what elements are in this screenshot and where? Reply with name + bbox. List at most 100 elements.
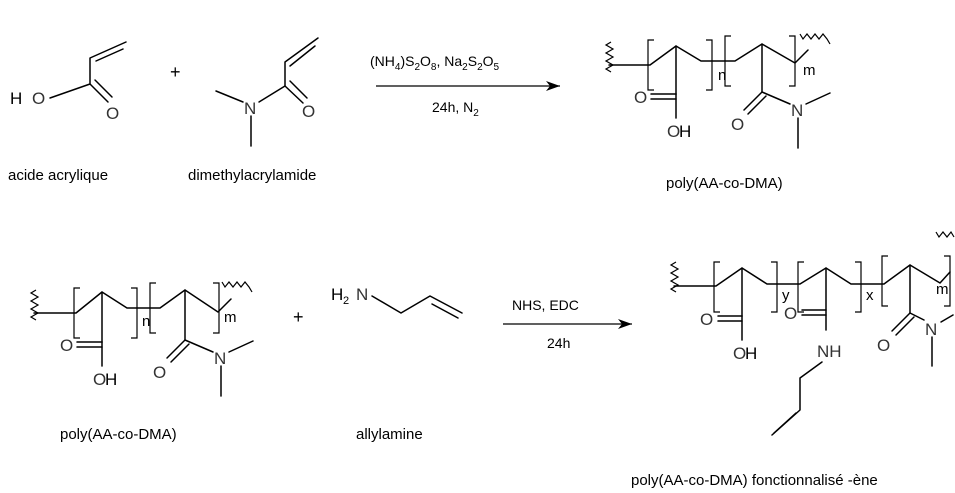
- acrylic-acid-structure: H O O: [10, 41, 127, 123]
- vinyl-double-bond: [95, 48, 124, 62]
- subscript-n: n: [718, 67, 726, 84]
- allylamine-n: N: [356, 285, 368, 304]
- dma-carbonyl-bond: [284, 85, 304, 104]
- dimethylacrylamide-structure: N O: [215, 37, 319, 147]
- allylamine-double-bond: [431, 303, 459, 319]
- subscript-m-3: m: [936, 281, 949, 298]
- subscript-m-2: m: [224, 309, 237, 326]
- reactant2-hydroxyl-h: H: [105, 370, 117, 389]
- dma-skeleton: [258, 37, 319, 103]
- subscript-x: x: [866, 287, 874, 304]
- acrylic-carbonyl-o: O: [106, 104, 119, 123]
- amide-cn-bond-2: [184, 339, 214, 353]
- wavy-end-left-2: [29, 289, 40, 321]
- n-methyl-left-bond: [215, 90, 244, 103]
- subscript-n-2: n: [142, 313, 150, 330]
- reactant2-amide-n: N: [214, 349, 226, 368]
- wavy-end-right-2: [221, 281, 253, 293]
- bracket-m-close-3: [944, 255, 951, 307]
- wavy-end-left: [604, 41, 615, 73]
- product1-label: poly(AA-co-DMA): [666, 175, 783, 192]
- acrylic-hydroxyl-h: H: [10, 89, 22, 108]
- poly-aa-co-dma-product-1: n m O O H O N: [604, 33, 831, 149]
- amide-carbonyl-b: [747, 95, 767, 115]
- product1-amide-o: O: [731, 115, 744, 134]
- reaction1-arrowhead: [546, 81, 560, 91]
- poly-aa-co-dma-reactant-2: n m O O H O N: [29, 281, 254, 397]
- polymer-backbone-1: [608, 43, 809, 66]
- reaction1-conditions: 24h, N2: [432, 99, 479, 119]
- dma-carbonyl-b-3: [895, 316, 915, 336]
- allylamine-chain: [371, 295, 463, 314]
- acrylic-acid-label: acide acrylique: [8, 167, 108, 184]
- carbonyl-bond: [89, 83, 109, 103]
- subscript-m: m: [803, 62, 816, 79]
- bracket-m-close-2: [213, 282, 220, 334]
- plus-sign-2: +: [293, 307, 304, 327]
- allylamine-structure: H 2 N: [331, 285, 463, 319]
- reactant2-hydroxyl-o: O: [93, 370, 106, 389]
- dma-nitrogen: N: [244, 99, 256, 118]
- plus-sign-1: +: [170, 62, 181, 82]
- n-methyl-right-3: [940, 314, 954, 323]
- product1-hydroxyl-o: O: [667, 122, 680, 141]
- amide-cn-bond: [761, 91, 791, 105]
- dma-carbonyl-o: O: [302, 102, 315, 121]
- carbonyl-double-bond: [94, 79, 113, 98]
- polymer-backbone-3: [673, 264, 951, 287]
- bracket-y-close: [771, 261, 778, 313]
- reaction1-reagents: (NH4)S2O8, Na2S2O5: [370, 53, 500, 73]
- dma-cn-bond-3: [909, 312, 925, 321]
- amide-carbonyl-a: [743, 91, 763, 111]
- product1-carbonyl-o: O: [634, 88, 647, 107]
- allylamine-label: allylamine: [356, 426, 423, 443]
- product2-dma-n: N: [925, 320, 937, 339]
- bracket-m-close: [789, 35, 796, 87]
- dimethylacrylamide-label: dimethylacrylamide: [188, 167, 316, 184]
- dma-vinyl-double-bond: [289, 45, 316, 67]
- bracket-m-open-2: [149, 282, 156, 334]
- product1-hydroxyl-h: H: [679, 122, 691, 141]
- acrylic-hydroxyl-o: O: [32, 89, 45, 108]
- acrylic-acid-skeleton: [49, 41, 127, 99]
- product2-dma-o: O: [877, 336, 890, 355]
- allyl-chain: [771, 361, 823, 436]
- reaction2-reagents: NHS, EDC: [512, 297, 579, 313]
- reactant2-carbonyl-o: O: [60, 336, 73, 355]
- dma-carbonyl-double-bond: [289, 80, 308, 99]
- reaction2-conditions: 24h: [547, 335, 570, 351]
- reaction2-arrowhead: [618, 319, 632, 329]
- product2-label: poly(AA-co-DMA) fonctionnalisé -ène: [631, 472, 878, 489]
- product1-amide-n: N: [791, 101, 803, 120]
- dma-carbonyl-a-3: [891, 312, 911, 332]
- bracket-n-open: [647, 39, 654, 91]
- wavy-end-left-3: [669, 261, 680, 293]
- bracket-m-open: [724, 35, 731, 87]
- amide-carbonyl-a-2: [166, 339, 186, 359]
- wavy-end-right-3: [935, 230, 955, 239]
- wavy-end-right: [799, 33, 831, 45]
- n-methyl-right-2: [228, 340, 254, 353]
- product2-hydroxyl-o: O: [733, 344, 746, 363]
- n-methyl-right-1: [805, 92, 831, 105]
- functionalized-polymer-product: y x m O O H O NH O N: [669, 230, 955, 436]
- reactant2-amide-o: O: [153, 363, 166, 382]
- bracket-n-close: [706, 39, 713, 91]
- polymer-backbone-2: [33, 289, 232, 314]
- product2-carbonyl-o: O: [700, 310, 713, 329]
- bracket-n-close-2: [131, 287, 138, 339]
- allylamine-h-count: 2: [343, 295, 349, 307]
- product2-allyl-carbonyl-o: O: [784, 304, 797, 323]
- bracket-n-open-2: [73, 287, 80, 339]
- allyl-double-bond: [773, 412, 797, 434]
- allylamine-h: H: [331, 285, 343, 304]
- product2-amide-nh: NH: [817, 342, 842, 361]
- bracket-y-open: [713, 261, 720, 313]
- amide-carbonyl-b-2: [170, 343, 190, 363]
- product2-hydroxyl-h: H: [745, 344, 757, 363]
- bracket-x-close: [855, 261, 862, 313]
- bracket-x-open: [797, 261, 804, 313]
- subscript-y: y: [782, 287, 790, 304]
